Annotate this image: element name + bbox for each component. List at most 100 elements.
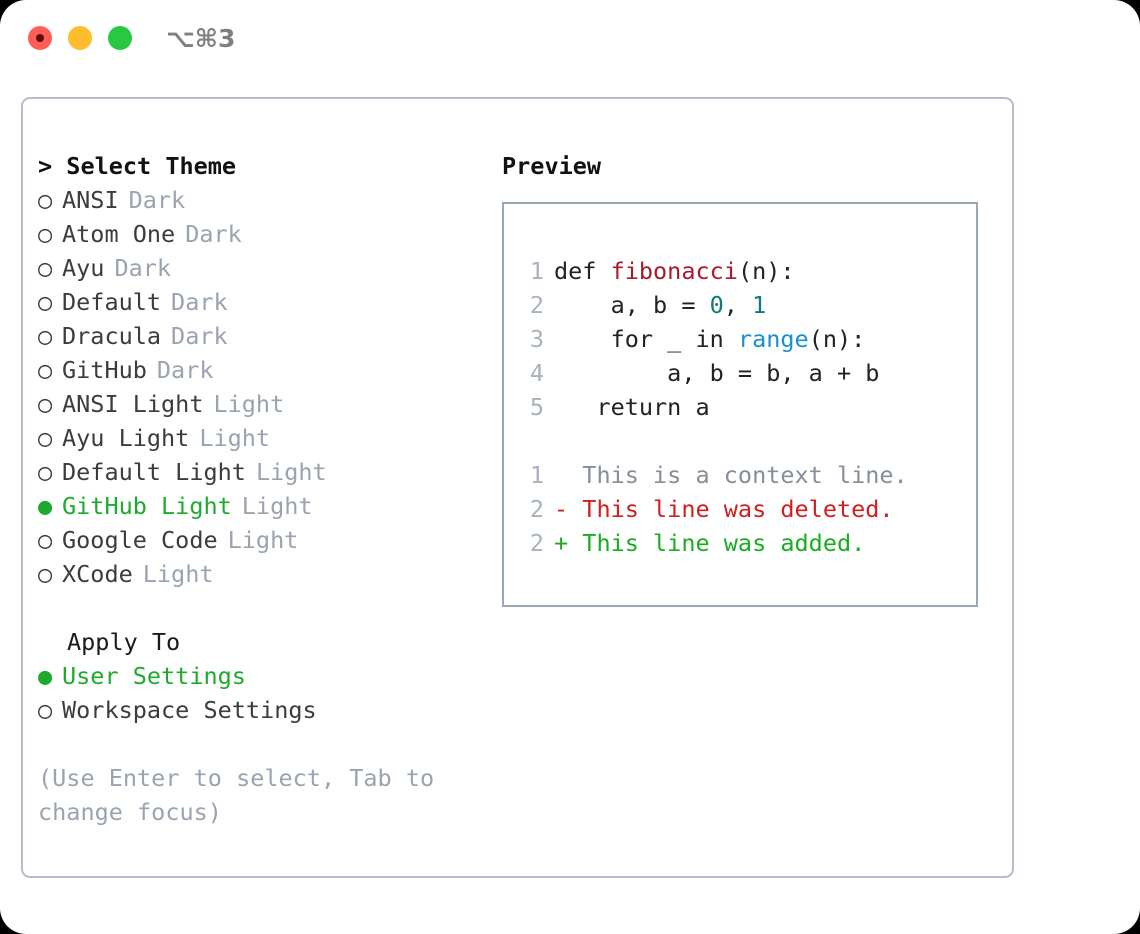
- theme-variant-tag: Light: [142, 560, 214, 588]
- theme-name: Dracula: [62, 322, 162, 350]
- theme-name: Ayu: [62, 254, 105, 282]
- line-number: 2: [529, 291, 544, 319]
- preview-title: Preview: [502, 152, 602, 180]
- theme-variant-tag: Dark: [114, 254, 172, 282]
- apply-to-option-label: User Settings: [62, 662, 246, 690]
- diff-text: This is a context line.: [582, 461, 908, 489]
- title-bar: ⌥⌘3: [0, 0, 1140, 78]
- diff-line: 2+ This line was added.: [504, 526, 976, 560]
- theme-list-item[interactable]: ○ Dracula Dark: [38, 319, 488, 353]
- theme-variant-tag: Light: [255, 458, 327, 486]
- diff-line: 2- This line was deleted.: [504, 492, 976, 526]
- close-window-button[interactable]: [28, 26, 52, 50]
- keyboard-shortcut-label: ⌥⌘3: [166, 24, 236, 53]
- theme-list-item[interactable]: ○ Google Code Light: [38, 523, 488, 557]
- theme-name: Default: [62, 288, 162, 316]
- radio-unselected-icon: ○: [38, 186, 53, 214]
- code-line: 4 a, b = b, a + b: [504, 356, 976, 390]
- theme-list-item[interactable]: ○ ANSI Light Light: [38, 387, 488, 421]
- apply-to-option[interactable]: ● User Settings: [38, 659, 488, 693]
- code-line: 5 return a: [504, 390, 976, 424]
- theme-variant-tag: Dark: [171, 322, 228, 350]
- theme-variant-tag: Light: [213, 390, 285, 418]
- theme-name: GitHub: [62, 356, 147, 384]
- radio-unselected-icon: ○: [38, 390, 53, 418]
- line-number: 5: [529, 393, 544, 421]
- maximize-window-button[interactable]: [108, 26, 132, 50]
- diff-marker: -: [554, 495, 583, 523]
- theme-name: GitHub Light: [62, 492, 232, 520]
- diff-sample: 1 This is a context line. 2- This line wa…: [504, 458, 976, 560]
- radio-unselected-icon: ○: [38, 356, 53, 384]
- theme-variant-tag: Dark: [171, 288, 228, 316]
- radio-selected-icon: ●: [38, 492, 53, 520]
- theme-name: Atom One: [62, 220, 176, 248]
- theme-list-item[interactable]: ● GitHub Light Light: [38, 489, 488, 523]
- apply-to-title: Apply To: [67, 628, 181, 656]
- theme-list-item[interactable]: ○ Default Dark: [38, 285, 488, 319]
- theme-variant-tag: Light: [199, 424, 271, 452]
- code-line: 3 for _ in range(n):: [504, 322, 976, 356]
- code-token: return a: [554, 393, 710, 421]
- radio-unselected-icon: ○: [38, 526, 53, 554]
- theme-variant-tag: Dark: [185, 220, 242, 248]
- theme-list-item[interactable]: ○ Default Light Light: [38, 455, 488, 489]
- code-token: fibonacci: [610, 257, 738, 285]
- code-token: 1: [752, 291, 767, 319]
- minimize-window-button[interactable]: [68, 26, 92, 50]
- code-token: def: [554, 257, 611, 285]
- list-spacer: [38, 591, 488, 625]
- code-token: ,: [723, 291, 753, 319]
- diff-marker: +: [554, 529, 583, 557]
- theme-variant-tag: Dark: [156, 356, 214, 384]
- radio-unselected-icon: ○: [38, 458, 53, 486]
- code-diff-spacer: [504, 424, 976, 458]
- traffic-lights: [28, 26, 132, 50]
- line-number: 3: [529, 325, 544, 353]
- theme-name: XCode: [62, 560, 133, 588]
- apply-to-option-label: Workspace Settings: [62, 696, 317, 724]
- theme-list-item[interactable]: ○ XCode Light: [38, 557, 488, 591]
- code-token: 0: [709, 291, 724, 319]
- radio-unselected-icon: ○: [38, 220, 53, 248]
- radio-unselected-icon: ○: [38, 424, 53, 452]
- diff-text: This line was deleted.: [582, 495, 894, 523]
- theme-list-header: > Select Theme: [38, 152, 237, 180]
- theme-list-item[interactable]: ○ Atom One Dark: [38, 217, 488, 251]
- line-number: 4: [529, 359, 544, 387]
- theme-list-item[interactable]: ○ GitHub Dark: [38, 353, 488, 387]
- theme-list-item[interactable]: ○ ANSI Dark: [38, 183, 488, 217]
- radio-unselected-icon: ○: [38, 696, 53, 724]
- code-token: a, b = b, a + b: [554, 359, 880, 387]
- line-number: 1: [529, 257, 544, 285]
- radio-unselected-icon: ○: [38, 288, 53, 316]
- line-number: 1: [529, 461, 544, 489]
- line-number: 2: [529, 495, 544, 523]
- code-token: a, b =: [554, 291, 710, 319]
- theme-variant-tag: Light: [241, 492, 313, 520]
- apply-to-option[interactable]: ○ Workspace Settings: [38, 693, 488, 727]
- theme-variant-tag: Dark: [128, 186, 186, 214]
- theme-variant-tag: Light: [227, 526, 299, 554]
- apply-to-options: ● User Settings ○ Workspace Settings: [38, 659, 488, 727]
- radio-unselected-icon: ○: [38, 560, 53, 588]
- theme-name: ANSI Light: [62, 390, 204, 418]
- keyboard-hint-text: (Use Enter to select, Tab to change focu…: [38, 764, 435, 826]
- theme-name: Google Code: [62, 526, 218, 554]
- theme-name: Default Light: [62, 458, 246, 486]
- diff-text: This line was added.: [582, 529, 866, 557]
- radio-unselected-icon: ○: [38, 322, 53, 350]
- code-line: 2 a, b = 0, 1: [504, 288, 976, 322]
- radio-selected-icon: ●: [38, 662, 53, 690]
- theme-name: ANSI: [62, 186, 119, 214]
